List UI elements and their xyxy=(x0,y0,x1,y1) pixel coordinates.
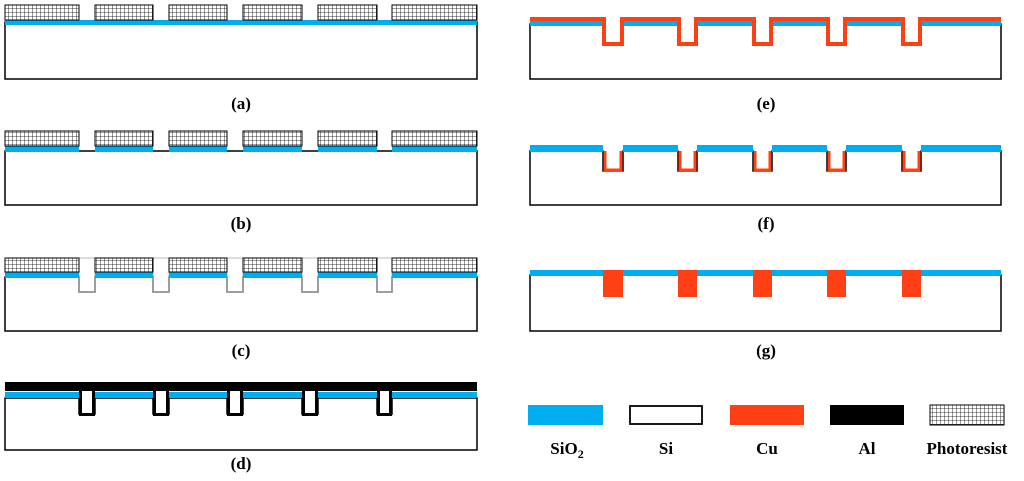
legend-label-cu: Cu xyxy=(756,439,778,458)
legend-label-si: Si xyxy=(659,439,673,458)
legend-cu: Cu xyxy=(730,405,804,458)
legend-sio2: SiO2 xyxy=(528,405,603,461)
si-substrate xyxy=(4,150,478,206)
legend-label-sio2: SiO2 xyxy=(550,439,583,461)
legend-swatch-al xyxy=(830,405,904,425)
si-substrate-with-trenches xyxy=(4,276,478,332)
panel-d: (d) xyxy=(4,382,478,473)
cu-conformal-layer xyxy=(530,17,1001,46)
cu-plugs xyxy=(603,270,921,297)
caption-c: (c) xyxy=(232,341,251,360)
sio2-segments xyxy=(5,272,477,278)
panel-a: (a) xyxy=(4,4,478,113)
si-substrate-with-trenches xyxy=(529,23,1002,80)
sio2-segments xyxy=(530,145,1001,152)
legend-swatch-photoresist xyxy=(929,404,1005,426)
caption-a: (a) xyxy=(231,94,251,113)
caption-e: (e) xyxy=(757,94,776,113)
caption-f: (f) xyxy=(758,214,775,233)
photoresist-blocks xyxy=(4,257,478,273)
sio2-segments xyxy=(5,392,477,398)
panel-g: (g) xyxy=(529,270,1002,360)
legend-photoresist: Photoresist xyxy=(927,404,1008,458)
panel-e: (e) xyxy=(529,17,1002,113)
caption-d: (d) xyxy=(231,454,252,473)
si-substrate-with-trenches xyxy=(529,150,1002,206)
sio2-layer xyxy=(5,20,477,25)
al-trench-liners xyxy=(79,384,392,416)
caption-g: (g) xyxy=(756,341,776,360)
legend: SiO2 Si Cu Al Photoresist xyxy=(528,404,1008,461)
legend-label-photoresist: Photoresist xyxy=(927,439,1008,458)
panel-b: (b) xyxy=(4,130,478,233)
si-substrate xyxy=(4,21,478,80)
photoresist-blocks xyxy=(4,4,478,21)
legend-si: Si xyxy=(629,405,703,458)
panel-f: (f) xyxy=(529,145,1002,233)
legend-al: Al xyxy=(830,405,904,458)
cu-trench-liners xyxy=(603,151,921,172)
sio2-segments xyxy=(5,146,477,152)
legend-swatch-sio2 xyxy=(528,405,603,425)
legend-swatch-si xyxy=(629,405,703,425)
legend-label-al: Al xyxy=(859,439,876,458)
caption-b: (b) xyxy=(231,214,252,233)
sio2-segments xyxy=(530,21,1001,26)
photoresist-blocks xyxy=(4,130,478,147)
panel-c: (c) xyxy=(4,257,478,360)
legend-swatch-cu xyxy=(730,405,804,425)
